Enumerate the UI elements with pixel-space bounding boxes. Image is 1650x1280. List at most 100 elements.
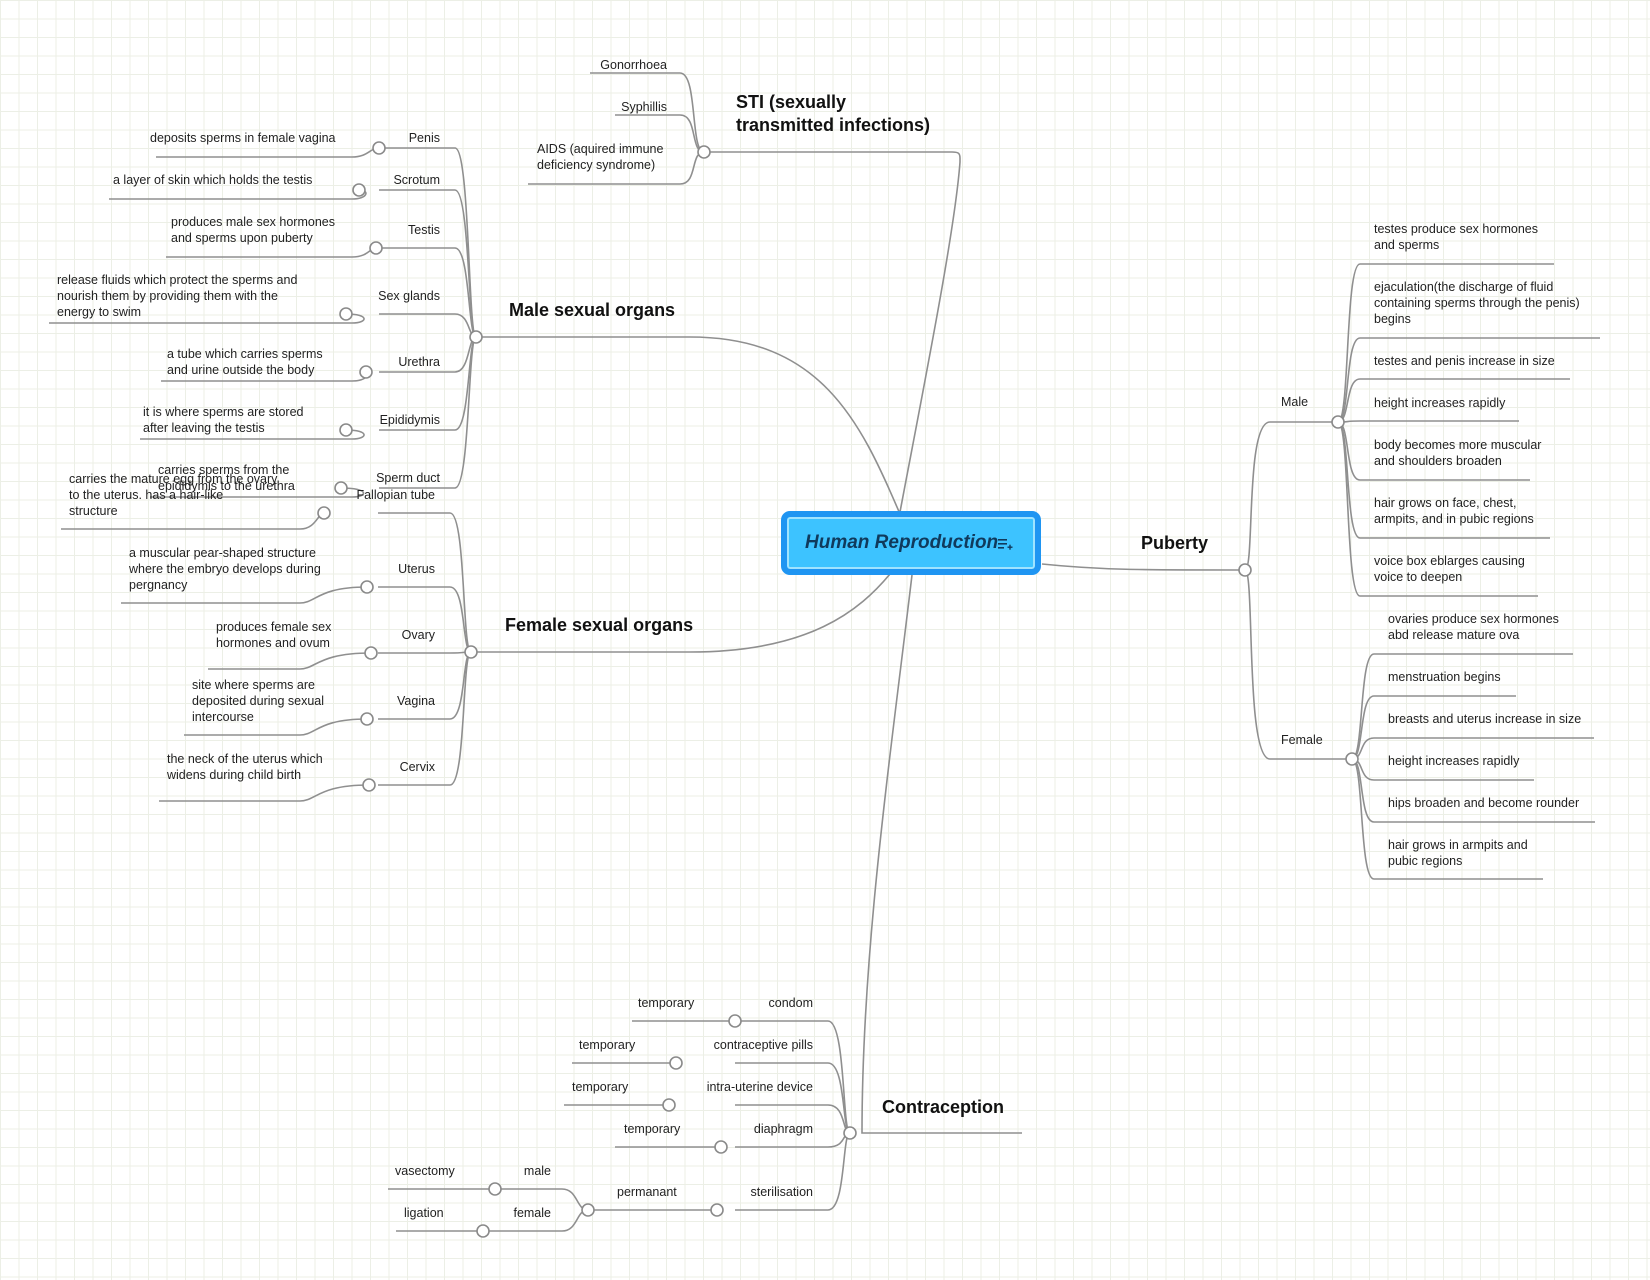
male-organ-scrotum[interactable]: Scrotum [393, 173, 440, 187]
sterilisation-male-method[interactable]: vasectomy [395, 1164, 455, 1178]
puberty-female-item[interactable]: height increases rapidly [1388, 754, 1520, 768]
sterilisation-knob[interactable] [710, 1203, 724, 1217]
contraception-knob[interactable] [669, 1056, 683, 1070]
contraception-sterilisation-type[interactable]: permanant [617, 1185, 677, 1199]
female-organ-ovary-detail[interactable]: produces female sex hormones and ovum [216, 620, 332, 650]
branch-line-sti [704, 151, 961, 513]
female-detail-line [184, 718, 368, 736]
puberty-male-item[interactable]: height increases rapidly [1374, 396, 1506, 410]
male-organ-knob[interactable] [339, 307, 353, 321]
central-topic[interactable]: Human Reproduction [781, 511, 1041, 575]
sterilisation-male-knob[interactable] [488, 1182, 502, 1196]
male-organ-sperm-duct[interactable]: Sperm duct [376, 471, 440, 485]
contraception-diaphragm[interactable]: diaphragm [753, 1122, 813, 1136]
contraception-knob[interactable] [714, 1140, 728, 1154]
sti-knob[interactable] [697, 145, 711, 159]
contraception-condom-type[interactable]: temporary [638, 996, 695, 1010]
puberty-male-item[interactable]: voice box eblarges causing voice to deep… [1374, 554, 1525, 584]
puberty-female-item[interactable]: ovaries produce sex hormones abd release… [1388, 612, 1559, 642]
male-organ-urethra[interactable]: Urethra [398, 355, 440, 369]
puberty-male-item[interactable]: body becomes more muscular and shoulders… [1374, 438, 1542, 468]
puberty-female-item[interactable]: breasts and uterus increase in size [1388, 712, 1582, 726]
male-organ-urethra-detail[interactable]: a tube which carries sperms and urine ou… [167, 347, 323, 377]
female-organ-knob[interactable] [364, 646, 378, 660]
female-organ-knob[interactable] [362, 778, 376, 792]
female-organ-knob[interactable] [317, 506, 331, 520]
puberty-male-line [1244, 421, 1338, 571]
male-organ-scrotum-detail[interactable]: a layer of skin which holds the testis [113, 173, 313, 187]
puberty-male-item[interactable]: testes and penis increase in size [1374, 354, 1555, 368]
contraception-pills[interactable]: contraceptive pills [713, 1038, 813, 1052]
male-organ-sperm-duct-detail[interactable]: carries sperms from the epididymis to th… [158, 463, 295, 493]
female-organs-knob[interactable] [464, 645, 478, 659]
female-organ-knob[interactable] [360, 580, 374, 594]
male-organ-penis-detail[interactable]: deposits sperms in female vagina [150, 131, 336, 145]
puberty-male-item[interactable]: ejaculation(the discharge of fluid conta… [1374, 280, 1580, 326]
contraception-iud-type[interactable]: temporary [572, 1080, 629, 1094]
male-organ-testis-detail[interactable]: produces male sex hormones and sperms up… [171, 215, 335, 245]
female-organ-knob[interactable] [360, 712, 374, 726]
female-organ-vagina[interactable]: Vagina [397, 694, 435, 708]
puberty-female-item[interactable]: hair grows in armpits and pubic regions [1388, 838, 1528, 868]
male-organ-testis[interactable]: Testis [408, 223, 440, 237]
sterilisation-female-method[interactable]: ligation [404, 1206, 444, 1220]
contraception-pills-type[interactable]: temporary [579, 1038, 636, 1052]
male-organ-knob[interactable] [334, 481, 348, 495]
female-organ-fallopian-tube[interactable]: Fallopian tube [356, 488, 435, 502]
male-organ-sex-glands[interactable]: Sex glands [378, 289, 440, 303]
male-organ-epididymis-detail[interactable]: it is where sperms are stored after leav… [143, 405, 304, 435]
puberty-male-item[interactable]: hair grows on face, chest, armpits, and … [1374, 496, 1534, 526]
topic-contraception[interactable]: Contraception [882, 1097, 1005, 1117]
male-organ-knob[interactable] [359, 365, 373, 379]
female-organ-cervix-detail[interactable]: the neck of the uterus which widens duri… [167, 752, 323, 782]
contraception-diaphragm-type[interactable]: temporary [624, 1122, 681, 1136]
sterilisation-male[interactable]: male [523, 1164, 551, 1178]
topic-female-sexual-organs[interactable]: Female sexual organs [505, 615, 694, 635]
puberty-male-item-line [1337, 421, 1538, 597]
female-organ-uterus-detail[interactable]: a muscular pear-shaped structure where t… [129, 546, 321, 592]
sti-item-syphillis[interactable]: Syphillis [621, 100, 667, 114]
male-organ-knob[interactable] [339, 423, 353, 437]
male-detail-line [150, 487, 365, 498]
male-organs-knob[interactable] [469, 330, 483, 344]
contraception-knob[interactable] [662, 1098, 676, 1112]
male-organ-epididymis[interactable]: Epididymis [379, 413, 440, 427]
male-organ-knob[interactable] [372, 141, 386, 155]
puberty-female-item[interactable]: hips broaden and become rounder [1388, 796, 1580, 810]
male-organ-sex-glands-detail[interactable]: release fluids which protect the sperms … [57, 273, 298, 319]
contraception-iud[interactable]: intra-uterine device [706, 1080, 813, 1094]
female-organ-ovary[interactable]: Ovary [401, 628, 435, 642]
puberty-male-item-line [1337, 420, 1519, 423]
contraception-sterilisation[interactable]: sterilisation [750, 1185, 813, 1199]
branch-line-puberty [1041, 563, 1246, 571]
puberty-male-item[interactable]: testes produce sex hormones and sperms [1374, 222, 1538, 252]
puberty-female[interactable]: Female [1281, 733, 1323, 747]
puberty-knob[interactable] [1238, 563, 1252, 577]
puberty-male-knob[interactable] [1331, 415, 1345, 429]
female-organ-line [378, 651, 472, 654]
female-organ-vagina-detail[interactable]: site where sperms are deposited during s… [192, 678, 325, 724]
topic-male-sexual-organs[interactable]: Male sexual organs [509, 300, 676, 320]
puberty-female-item[interactable]: menstruation begins [1388, 670, 1501, 684]
contraception-knob[interactable] [843, 1126, 857, 1140]
notes-icon[interactable] [997, 536, 1013, 552]
sterilisation-split-knob[interactable] [581, 1203, 595, 1217]
male-organ-knob[interactable] [369, 241, 383, 255]
puberty-female-knob[interactable] [1345, 752, 1359, 766]
sti-item-aids[interactable]: AIDS (aquired immune deficiency syndrome… [537, 142, 664, 172]
female-organ-uterus[interactable]: Uterus [398, 562, 435, 576]
sterilisation-female-knob[interactable] [476, 1224, 490, 1238]
female-organ-fallopian-tube-detail[interactable]: carries the mature egg from the ovary to… [69, 472, 278, 518]
puberty-male[interactable]: Male [1281, 395, 1309, 409]
contraception-knob[interactable] [728, 1014, 742, 1028]
sti-item-gonorrhoea[interactable]: Gonorrhoea [600, 58, 667, 72]
female-organ-cervix[interactable]: Cervix [399, 760, 435, 774]
topic-sti[interactable]: STI (sexually transmitted infections) [736, 92, 931, 135]
female-detail-line [159, 784, 370, 802]
sterilisation-female[interactable]: female [513, 1206, 551, 1220]
contraception-condom[interactable]: condom [768, 996, 813, 1010]
male-organ-knob[interactable] [352, 183, 366, 197]
topic-puberty[interactable]: Puberty [1141, 533, 1209, 553]
male-organ-penis[interactable]: Penis [408, 131, 440, 145]
